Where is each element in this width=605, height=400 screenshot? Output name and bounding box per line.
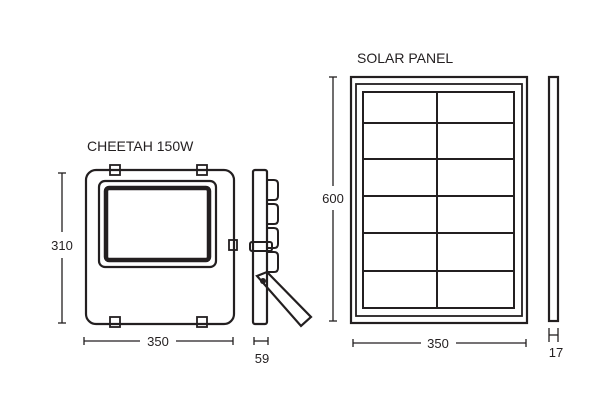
lamp-height-value: 310 — [51, 238, 73, 253]
panel-outer-frame — [349, 75, 529, 325]
lamp-mount-bracket — [255, 270, 313, 328]
panel-title: SOLAR PANEL — [357, 50, 453, 66]
lamp-height-dimension: 310 — [51, 172, 73, 324]
lamp-width-dimension: 350 — [83, 334, 234, 349]
panel-width-value: 350 — [427, 336, 449, 351]
lamp-tab-top-right — [196, 164, 208, 176]
panel-depth-value: 17 — [549, 345, 563, 360]
lamp-body — [84, 168, 236, 326]
lamp-width-value: 350 — [147, 334, 169, 349]
panel-width-dimension: 350 — [352, 336, 527, 351]
lamp-tab-bottom-left — [109, 316, 121, 328]
panel-inner-frame — [355, 83, 523, 317]
solar-panel-side-view: 17 — [547, 75, 563, 360]
lamp-side-fin-4 — [267, 251, 279, 273]
lamp-title: CHEETAH 150W — [87, 138, 194, 154]
lamp-side-knob — [228, 239, 238, 251]
lamp-tab-top-left — [109, 164, 121, 176]
lamp-side-view: 59 — [249, 168, 313, 366]
lamp-depth-value: 59 — [255, 351, 269, 366]
panel-depth-dimension: 17 — [548, 328, 563, 360]
lamp-front-view: CHEETAH 150W 310 350 — [51, 138, 238, 349]
panel-cell-area — [362, 91, 515, 309]
lamp-side-fin-2 — [267, 203, 279, 225]
panel-side-profile — [547, 75, 560, 323]
lamp-side-fin-3 — [267, 227, 279, 249]
lamp-lens-frame — [97, 179, 218, 269]
lamp-bracket-screw — [260, 278, 266, 284]
panel-cell-grid — [362, 91, 515, 309]
lamp-side-fin-1 — [267, 179, 279, 201]
panel-height-dimension: 600 — [322, 76, 344, 322]
solar-panel-front-view: SOLAR PANEL 600 350 — [322, 50, 529, 351]
lamp-tab-bottom-right — [196, 316, 208, 328]
lamp-side-clamp — [249, 241, 273, 252]
lamp-lens — [103, 185, 212, 263]
lamp-depth-dimension: 59 — [253, 337, 269, 366]
lamp-side-body — [251, 168, 269, 326]
panel-height-value: 600 — [322, 191, 344, 206]
